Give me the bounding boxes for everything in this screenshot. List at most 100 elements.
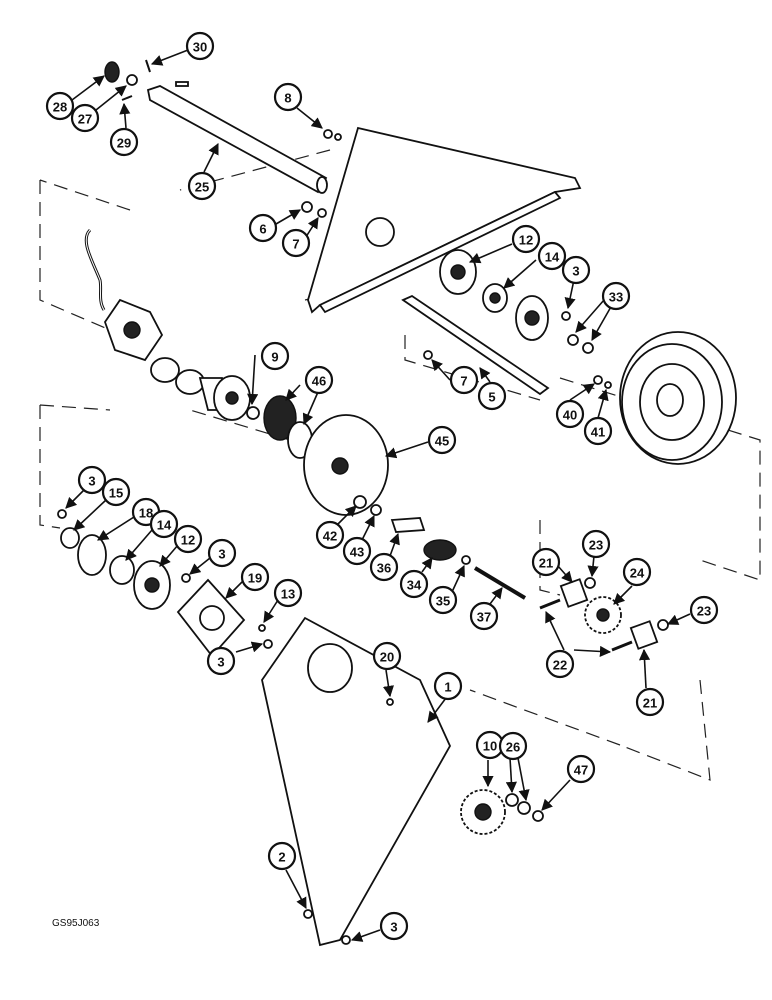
leader-45: [384, 441, 429, 459]
leader-43: [361, 514, 375, 541]
callout-25: 25: [187, 171, 217, 201]
callout-34: 34: [399, 569, 429, 599]
callout-47: 47: [566, 754, 596, 784]
washer-7: [317, 208, 327, 218]
nut-8: [323, 129, 333, 139]
compression-spring: [423, 539, 457, 561]
callout-circle: [428, 585, 458, 615]
callout-circle: [498, 731, 528, 761]
callout-6: 6: [248, 213, 278, 243]
callout-21: 21: [635, 687, 665, 717]
pulley-bore: [656, 383, 684, 417]
leader-8: [296, 107, 323, 129]
flange-2-bore: [524, 310, 540, 326]
callout-37: 37: [469, 601, 499, 631]
spacer-tube: [390, 517, 426, 533]
leader-24: [613, 585, 633, 605]
leader-34: [421, 557, 433, 573]
screw-13: [258, 624, 266, 632]
callout-circle: [101, 477, 131, 507]
leader-26a: [505, 757, 517, 794]
callout-36: 36: [369, 552, 399, 582]
callout-number: 41: [591, 425, 605, 440]
leader-21a: [557, 565, 573, 583]
callout-circle: [273, 578, 303, 608]
main-plate-opening: [307, 643, 353, 693]
callout-22: 22: [545, 649, 575, 679]
leader-42: [337, 505, 357, 525]
callout-number: 9: [271, 350, 278, 365]
callout-circle: [372, 641, 402, 671]
callout-circle: [566, 754, 596, 784]
callout-number: 33: [609, 290, 623, 305]
sprocket-10-hub: [474, 803, 492, 821]
callout-2: 2: [267, 841, 297, 871]
callout-circle: [449, 365, 479, 395]
callout-number: 28: [53, 100, 67, 115]
callout-number: 5: [488, 390, 495, 405]
callout-number: 13: [281, 587, 295, 602]
callout-circle: [315, 520, 345, 550]
callout-12: 12: [511, 224, 541, 254]
callout-number: 26: [506, 740, 520, 755]
callout-circle: [206, 646, 236, 676]
callout-number: 34: [407, 578, 422, 593]
callout-number: 3: [390, 920, 397, 935]
callout-circle: [469, 601, 499, 631]
callout-14: 14: [537, 241, 567, 271]
callout-46: 46: [304, 365, 334, 395]
leader-23a: [587, 555, 599, 578]
leader-47: [541, 779, 571, 811]
leader-1: [427, 697, 447, 723]
callout-43: 43: [342, 536, 372, 566]
bearing-bore: [489, 292, 501, 304]
callout-3: 3: [379, 911, 409, 941]
hub-sleeve-2: [175, 369, 205, 395]
callout-circle: [207, 538, 237, 568]
callout-number: 42: [323, 529, 337, 544]
callout-number: 3: [217, 655, 224, 670]
callout-circle: [45, 91, 75, 121]
callout-7: 7: [281, 228, 311, 258]
leader-20: [382, 669, 395, 698]
callout-number: 3: [218, 547, 225, 562]
spring-washer: [461, 555, 471, 565]
washer-33b: [582, 342, 594, 354]
ratchet-gear: [263, 395, 297, 441]
nut-3b: [57, 509, 67, 519]
callout-circle: [77, 465, 107, 495]
callout-circle: [379, 911, 409, 941]
callout-5: 5: [477, 381, 507, 411]
leader-22a: [545, 610, 565, 651]
callout-number: 23: [589, 538, 603, 553]
callout-number: 43: [350, 545, 364, 560]
callout-circle: [70, 103, 100, 133]
callout-circle: [248, 213, 278, 243]
flange-18: [77, 534, 107, 576]
callout-circle: [185, 31, 215, 61]
bolt-22a: [539, 598, 561, 610]
callout-20: 20: [372, 641, 402, 671]
bolt-22b: [611, 640, 633, 652]
washer-33a: [567, 334, 579, 346]
callout-circle: [342, 536, 372, 566]
grease-line-highlight: [85, 229, 105, 311]
leader-21b: [638, 648, 651, 689]
callout-number: 12: [519, 233, 533, 248]
callout-number: 2: [278, 850, 285, 865]
callout-number: 27: [78, 112, 92, 127]
hub-disc-center: [225, 391, 239, 405]
callout-circle: [109, 127, 139, 157]
bearing-14: [109, 555, 135, 585]
callout-circle: [622, 557, 652, 587]
callout-number: 23: [697, 604, 711, 619]
callout-3: 3: [561, 255, 591, 285]
leader-46a: [285, 384, 301, 401]
callout-42: 42: [315, 520, 345, 550]
callout-number: 21: [539, 556, 553, 571]
callout-number: 40: [563, 408, 577, 423]
callout-circle: [281, 228, 311, 258]
callout-circle: [427, 425, 457, 455]
main-side-plate: [261, 616, 452, 947]
